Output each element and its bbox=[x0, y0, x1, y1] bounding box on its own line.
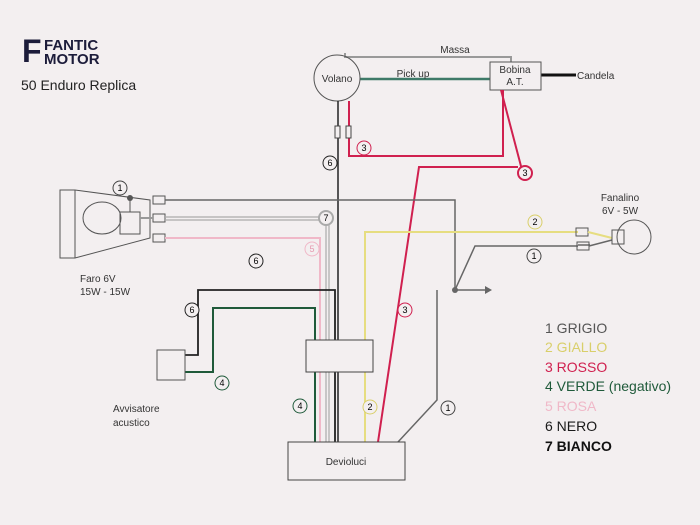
label-volano: Volano bbox=[322, 74, 353, 85]
connector bbox=[152, 213, 166, 223]
label-avvisatore: Avvisatore bbox=[113, 404, 160, 415]
connector bbox=[576, 241, 590, 251]
badge-2: 2 bbox=[362, 399, 378, 415]
label-devioluci: Devioluci bbox=[326, 457, 367, 468]
svg-text:2: 2 bbox=[367, 402, 372, 412]
badge-6: 6 bbox=[322, 155, 338, 171]
connector bbox=[334, 125, 341, 139]
connector bbox=[345, 125, 352, 139]
fantic-motor-logo: F FANTIC MOTOR bbox=[22, 33, 100, 69]
label-bobina: Bobina bbox=[499, 65, 531, 76]
label-massa: Massa bbox=[440, 45, 470, 56]
svg-text:1: 1 bbox=[445, 403, 450, 413]
connector bbox=[152, 233, 166, 243]
svg-text:6: 6 bbox=[189, 305, 194, 315]
label-acustico: acustico bbox=[113, 418, 150, 429]
badge-3: 3 bbox=[356, 140, 372, 156]
legend-bianco: 7 BIANCO bbox=[545, 438, 612, 454]
wire-number-badges: 1 1 1 2 2 3 3 3 4 4 5 6 6 6 7 bbox=[112, 140, 543, 416]
wire-3-volano bbox=[348, 90, 504, 157]
svg-text:4: 4 bbox=[219, 378, 224, 388]
svg-text:F: F bbox=[22, 33, 42, 69]
svg-text:7: 7 bbox=[323, 213, 328, 223]
connector bbox=[152, 195, 166, 205]
badge-1: 1 bbox=[526, 248, 542, 264]
svg-text:3: 3 bbox=[361, 143, 366, 153]
legend-rosso: 3 ROSSO bbox=[545, 359, 607, 375]
svg-text:1: 1 bbox=[531, 251, 536, 261]
label-faro: Faro 6V bbox=[80, 274, 116, 285]
label-fanalino-power: 6V - 5W bbox=[602, 206, 639, 217]
ground-arrow-icon bbox=[485, 286, 492, 294]
label-pickup: Pick up bbox=[397, 69, 430, 80]
faro-housing bbox=[59, 189, 151, 259]
logo-top: FANTIC bbox=[44, 37, 98, 54]
svg-text:4: 4 bbox=[297, 401, 302, 411]
legend-rosa: 5 ROSA bbox=[545, 398, 597, 414]
label-candela: Candela bbox=[577, 71, 615, 82]
fanalino-bulb bbox=[616, 219, 652, 255]
badge-2: 2 bbox=[527, 214, 543, 230]
svg-text:2: 2 bbox=[532, 217, 537, 227]
badge-3: 3 bbox=[397, 302, 413, 318]
wire-1-fanalino bbox=[453, 245, 578, 291]
badge-6: 6 bbox=[184, 302, 200, 318]
badge-4: 4 bbox=[214, 375, 230, 391]
junction-box bbox=[305, 339, 374, 373]
legend-nero: 6 NERO bbox=[545, 418, 597, 434]
badge-7: 7 bbox=[318, 210, 334, 226]
svg-text:3: 3 bbox=[402, 305, 407, 315]
legend-grigio: 1 GRIGIO bbox=[545, 320, 607, 336]
badge-4: 4 bbox=[292, 398, 308, 414]
faro-bulb bbox=[82, 201, 122, 235]
svg-text:3: 3 bbox=[522, 168, 527, 178]
label-bobina-at: A.T. bbox=[506, 77, 523, 88]
bobina-box bbox=[489, 61, 542, 91]
wire-4 bbox=[185, 307, 316, 442]
devioluci-box bbox=[287, 441, 406, 481]
badge-3: 3 bbox=[517, 165, 533, 181]
badge-1: 1 bbox=[440, 400, 456, 416]
svg-text:1: 1 bbox=[117, 183, 122, 193]
svg-text:5: 5 bbox=[309, 244, 314, 254]
legend-giallo: 2 GIALLO bbox=[545, 339, 607, 355]
wire-massa bbox=[344, 53, 512, 62]
badge-1: 1 bbox=[112, 180, 128, 196]
wire-3-main bbox=[377, 166, 518, 443]
wire-1-faro bbox=[165, 199, 456, 290]
label-fanalino: Fanalino bbox=[601, 193, 640, 204]
legend-verde: 4 VERDE (negativo) bbox=[545, 378, 671, 394]
badge-5: 5 bbox=[304, 241, 320, 257]
faro-socket bbox=[119, 211, 141, 235]
wire-1-devioluci bbox=[397, 290, 438, 443]
avvisatore-box bbox=[156, 349, 186, 381]
volano-circle bbox=[313, 54, 361, 102]
wire-5 bbox=[165, 237, 321, 442]
wire-3-bobina bbox=[500, 89, 523, 171]
svg-text:6: 6 bbox=[327, 158, 332, 168]
label-faro-power: 15W - 15W bbox=[80, 287, 131, 298]
color-legend: 1 GRIGIO 2 GIALLO 3 ROSSO 4 VERDE (negat… bbox=[545, 320, 671, 454]
badge-6: 6 bbox=[248, 253, 264, 269]
model-title: 50 Enduro Replica bbox=[21, 77, 136, 93]
svg-text:6: 6 bbox=[253, 256, 258, 266]
logo-bottom: MOTOR bbox=[44, 51, 100, 68]
